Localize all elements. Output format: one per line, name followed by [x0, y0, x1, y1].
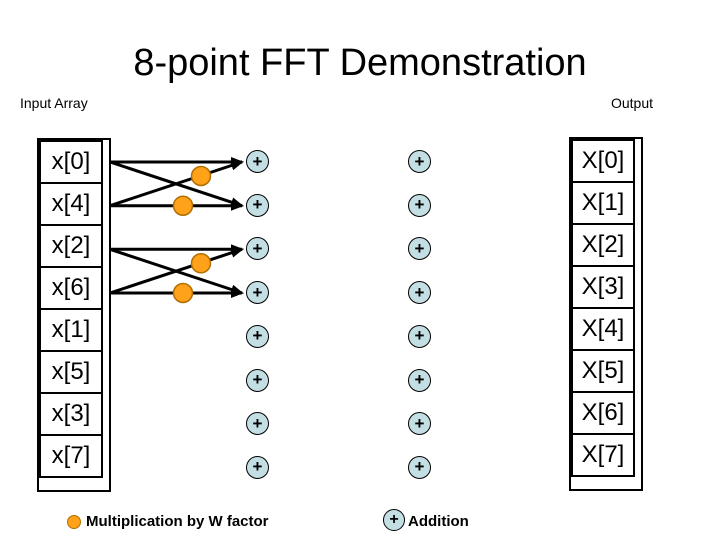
output-cell-X5: X[5]	[571, 349, 635, 393]
adder-node: +	[246, 412, 269, 436]
adder-node: +	[408, 324, 431, 348]
output-cell-X4: X[4]	[571, 307, 635, 351]
adder-node: +	[246, 150, 269, 173]
adder-node: +	[408, 412, 431, 436]
adder-node: +	[246, 455, 269, 479]
output-cell-X7: X[7]	[571, 433, 635, 477]
input-cell-x2: x[2]	[39, 224, 103, 268]
input-array-label: Input Array	[20, 95, 88, 111]
adder-node: +	[246, 281, 269, 305]
adder-node: +	[408, 455, 431, 479]
addition-legend-label: Addition	[408, 513, 469, 530]
multiplication-node	[172, 195, 194, 216]
output-cell-X3: X[3]	[571, 265, 635, 309]
output-array: X[0] X[1] X[2] X[3] X[4] X[5] X[6] X[7]	[569, 137, 643, 491]
input-cell-x5: x[5]	[39, 350, 103, 394]
flow-arrow-x2-to-adder3	[109, 247, 244, 295]
adder-node: +	[408, 368, 431, 392]
adder-node: +	[246, 193, 269, 217]
legend: Multiplication by W factor + Addition	[0, 506, 720, 536]
flow-arrow-x6-to-adder2	[109, 247, 244, 295]
adder-node: +	[408, 193, 431, 217]
adder-node: +	[246, 237, 269, 261]
input-cell-x6: x[6]	[39, 266, 103, 310]
adder-column-stage2: + + + + + + + +	[408, 150, 431, 479]
input-cell-x0: x[0]	[39, 140, 103, 184]
output-cell-X6: X[6]	[571, 391, 635, 435]
output-cell-X1: X[1]	[571, 181, 635, 225]
input-cell-x4: x[4]	[39, 182, 103, 226]
flow-arrow-x4-to-adder0	[109, 160, 244, 208]
output-array-label: Output	[610, 95, 653, 111]
output-cell-X0: X[0]	[571, 139, 635, 183]
multiplication-legend-label: Multiplication by W factor	[86, 513, 269, 530]
input-cell-x1: x[1]	[39, 308, 103, 352]
input-cell-x3: x[3]	[39, 392, 103, 436]
adder-node: +	[408, 281, 431, 305]
flow-arrow-x0-to-adder1	[109, 160, 244, 208]
input-array: x[0] x[4] x[2] x[6] x[1] x[5] x[3] x[7]	[37, 138, 111, 492]
adder-node: +	[246, 324, 269, 348]
adder-column-stage1: + + + + + + + +	[246, 150, 269, 479]
adder-node: +	[246, 368, 269, 392]
adder-node: +	[408, 150, 431, 173]
adder-node: +	[408, 237, 431, 261]
input-cell-x7: x[7]	[39, 434, 103, 478]
addition-legend-icon: +	[383, 509, 405, 531]
slide-title: 8-point FFT Demonstration	[133, 42, 587, 84]
multiplication-node	[190, 165, 212, 187]
output-cell-X2: X[2]	[571, 223, 635, 267]
multiplication-node	[190, 253, 212, 274]
multiplication-legend-icon	[67, 515, 81, 529]
multiplication-node	[172, 282, 194, 304]
